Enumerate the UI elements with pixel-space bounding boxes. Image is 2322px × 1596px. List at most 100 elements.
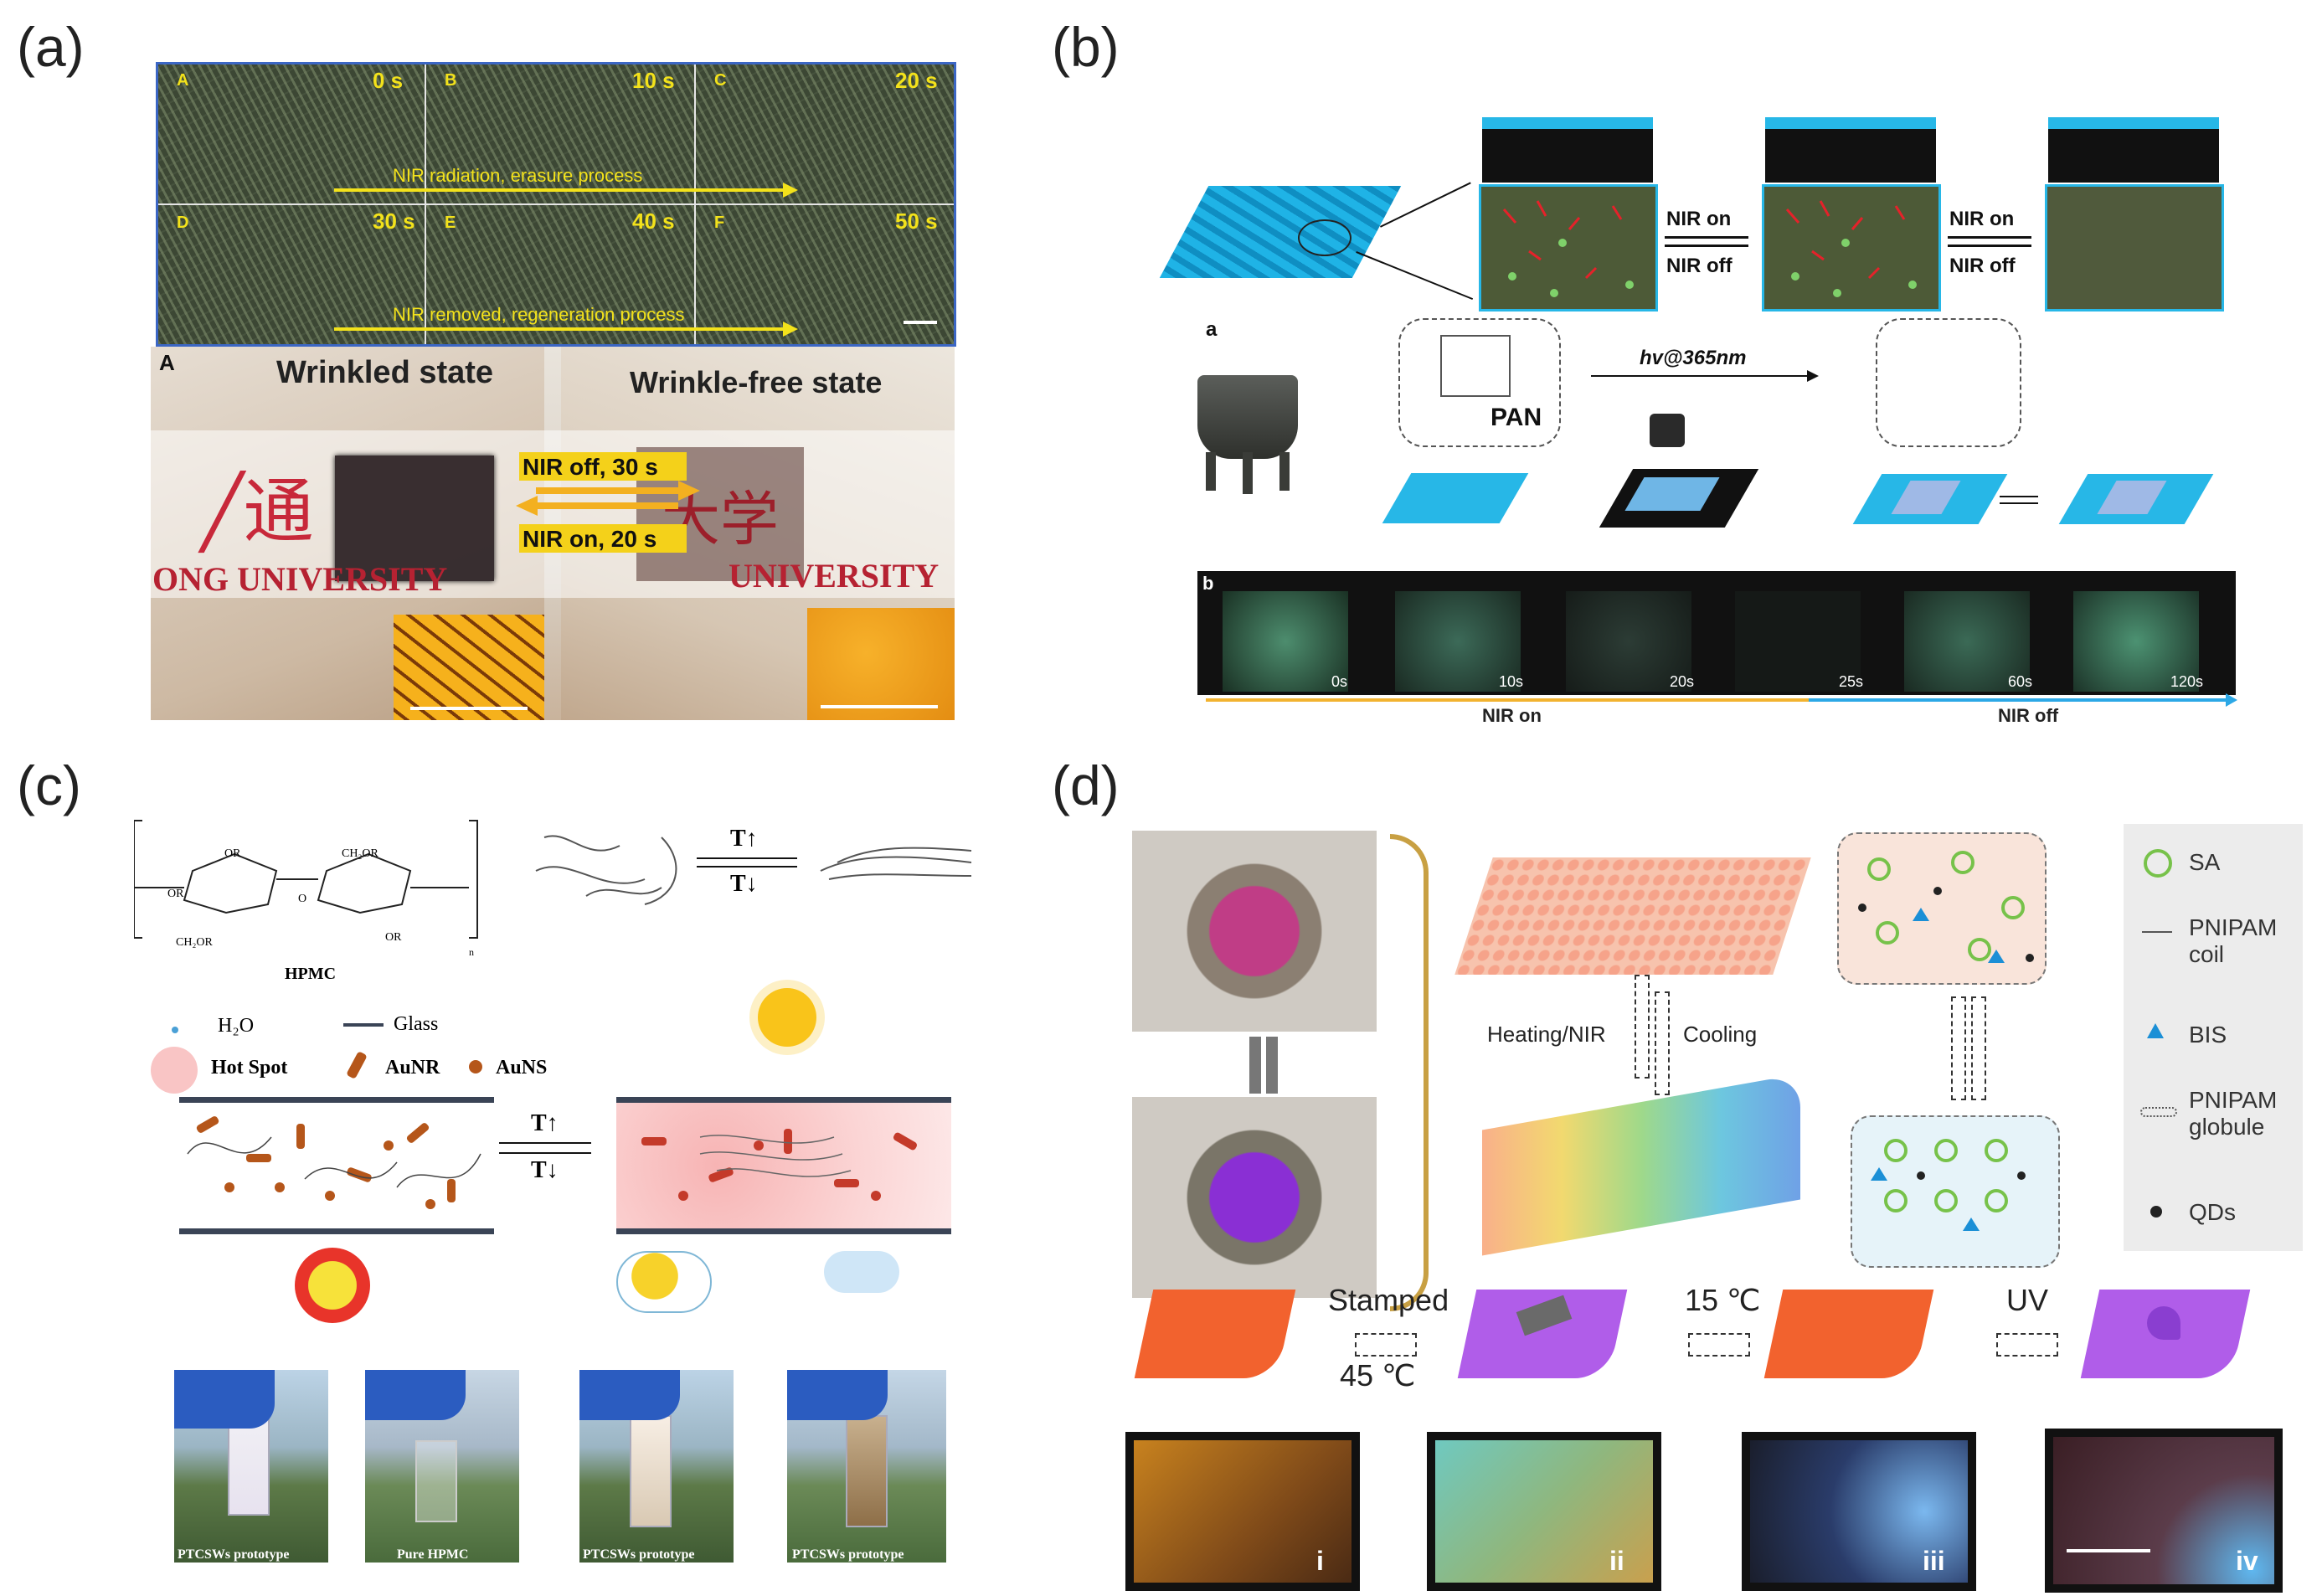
network-globule-zoom <box>1851 1115 2060 1268</box>
cloud-icon <box>824 1251 899 1293</box>
pan-zoom-box <box>1398 318 1561 447</box>
photo-label-3: PTCSWs prototype <box>583 1547 695 1562</box>
legend-bis: BIS <box>2189 1022 2227 1048</box>
b-nir-on-2: NIR on <box>1949 208 2015 230</box>
legend-pnipam-coil: PNIPAM coil <box>2189 914 2278 967</box>
zoom-circle <box>1298 219 1351 256</box>
glass-line-icon <box>343 1023 384 1027</box>
regeneration-arrow-label: NIR removed, regeneration process <box>393 304 685 325</box>
t-up-1: T↑ <box>730 826 758 852</box>
time-60s: 60s <box>2008 673 2033 690</box>
legend-sa: SA <box>2189 849 2221 875</box>
grid-time-e: 40 s <box>632 209 675 234</box>
orange-sheet-1 <box>1134 1290 1296 1378</box>
network-coil-zoom <box>1837 832 2047 985</box>
hv-label: hv@365nm <box>1640 347 1747 369</box>
legend-aunr: AuNR <box>385 1057 440 1079</box>
time-25s: 25s <box>1839 673 1864 690</box>
bar-nir-off-label: NIR off <box>1998 705 2059 726</box>
grid-id-e: E <box>445 214 456 232</box>
heating-label: Heating/NIR <box>1487 1022 1606 1047</box>
cross-section-3 <box>2048 117 2219 183</box>
legend-pnipam-globule: PNIPAM globule <box>2189 1087 2278 1140</box>
frame-25 <box>1735 591 1861 692</box>
frame-120 <box>2073 591 2199 692</box>
cooling-arrow <box>1655 991 1670 1095</box>
cell-hot-content <box>641 1129 918 1201</box>
glove-icon <box>174 1370 275 1429</box>
orange-sheet-2 <box>1763 1290 1934 1378</box>
chem-ch2or-2: CH₂OR <box>176 936 213 949</box>
time-10s: 10s <box>1499 673 1524 690</box>
molecule-marks <box>1502 200 1917 297</box>
hot-spot-icon <box>151 1047 198 1094</box>
orange-film-lattice <box>1454 857 1811 975</box>
film-photo-ii <box>1427 1432 1661 1591</box>
grid-id-d: D <box>177 214 189 232</box>
legend-auns: AuNS <box>496 1057 548 1079</box>
film-photo-iii <box>1742 1432 1976 1591</box>
photo-tag: A <box>159 350 175 375</box>
hummingbird-photo-bottom <box>1132 1097 1377 1298</box>
grid-time-a: 0 s <box>373 68 404 93</box>
hummingbird-photo-top <box>1132 831 1377 1032</box>
university-text-right: UNIVERSITY <box>729 557 940 595</box>
step-uv: UV <box>2006 1283 2049 1317</box>
step-stamped: Stamped <box>1328 1283 1449 1317</box>
wrinkle-free-state-label: Wrinkle-free state <box>630 365 883 399</box>
wrinkle-micrograph-grid: A 0 s B 10 s C 20 s D 30 s E 40 s F 50 s… <box>156 62 956 347</box>
grid-id-c: C <box>714 71 727 90</box>
glass-cell-hot <box>616 1097 951 1234</box>
film-sequence <box>1197 571 2236 695</box>
sa-icon <box>2144 849 2172 878</box>
panel-a-label: (a) <box>17 16 85 78</box>
micro-box-3 <box>2045 184 2224 311</box>
nir-off-label: NIR off, 30 s <box>523 454 658 480</box>
sun-cloud-icon <box>616 1251 712 1313</box>
legend-glass: Glass <box>394 1013 439 1035</box>
scale-bar-d <box>2067 1549 2150 1552</box>
micro-box-2 <box>1762 184 1941 311</box>
erasure-arrow-label: NIR radiation, erasure process <box>393 165 643 186</box>
sub-label-b: b <box>1202 573 1214 594</box>
grid-time-b: 10 s <box>632 68 675 93</box>
coil-icon <box>2142 931 2172 933</box>
photo-label-1: PTCSWs prototype <box>178 1547 290 1562</box>
grid-time-f: 50 s <box>895 209 938 234</box>
roman-iv: iv <box>2236 1546 2258 1576</box>
nir-off-box <box>519 452 687 481</box>
qd-icon <box>2150 1206 2162 1218</box>
chem-ch2or-1: CH₂OR <box>342 847 378 860</box>
scale-bar <box>904 321 937 324</box>
afm-inset-wrinkled <box>394 615 544 720</box>
rainbow-film-lattice <box>1482 1073 1800 1256</box>
film-photo-iv <box>2045 1429 2283 1593</box>
time-120s: 120s <box>2170 673 2204 690</box>
legend-h2o: H₂O <box>218 1015 255 1037</box>
network-contents <box>1858 851 2034 1231</box>
grid-id-f: F <box>714 214 725 232</box>
cooling-label: Cooling <box>1683 1022 1758 1047</box>
h2o-dot-icon <box>172 1027 178 1033</box>
step-15c: 15 ℃ <box>1685 1283 1761 1317</box>
b-nir-off-1: NIR off <box>1666 255 1732 277</box>
legend-qds: QDs <box>2189 1199 2236 1225</box>
bis-icon <box>2147 1023 2164 1038</box>
frame-60 <box>1904 591 2030 692</box>
film-photo-i <box>1125 1432 1360 1591</box>
grid-time-c: 20 s <box>895 68 938 93</box>
grid-id-a: A <box>177 71 189 90</box>
grid-time-d: 30 s <box>373 209 415 234</box>
roman-iii: iii <box>1923 1546 1945 1576</box>
hand-pattern-icon <box>2147 1306 2180 1340</box>
panel-d-label: (d) <box>1052 754 1120 816</box>
frame-10 <box>1395 591 1521 692</box>
time-0s: 0s <box>1331 673 1348 690</box>
reversible-arrows-icon <box>1249 1037 1261 1094</box>
auns-icon <box>469 1060 482 1073</box>
hpmc-label: HPMC <box>285 965 337 983</box>
photo-label-4: PTCSWs prototype <box>792 1547 904 1562</box>
t-down-2: T↓ <box>531 1157 559 1183</box>
step-arrow-3 <box>1996 1333 2058 1357</box>
step-arrow-2 <box>1688 1333 1750 1357</box>
